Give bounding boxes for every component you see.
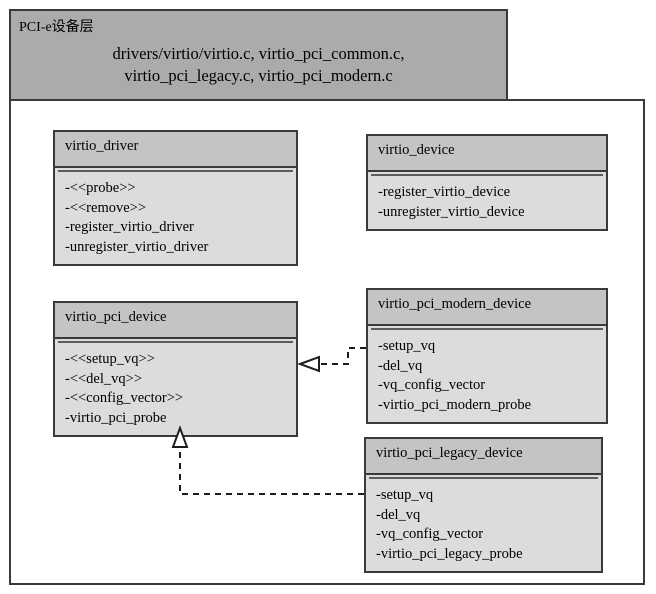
layer-source-files-line-2: virtio_pci_legacy.c, virtio_pci_modern.c <box>124 66 393 85</box>
class-member: -register_virtio_driver <box>65 219 194 235</box>
class-members-virtio-pci-device: -<<setup_vq>> -<<del_vq>> -<<config_vect… <box>53 339 298 437</box>
class-member: -<<remove>> <box>65 199 147 216</box>
class-member: -del_vq <box>376 506 421 523</box>
layer-source-files-line-1: drivers/virtio/virtio.c, virtio_pci_comm… <box>112 44 405 63</box>
class-title-virtio-pci-legacy-device: virtio_pci_legacy_device <box>364 437 603 475</box>
class-member: -setup_vq <box>376 487 434 503</box>
class-members-virtio-pci-legacy-device: -setup_vq -del_vq -vq_config_vector -vir… <box>364 475 603 573</box>
class-box-virtio-driver[interactable]: virtio_driver -<<probe>> -<<remove>> -re… <box>53 130 298 266</box>
layer-header-banner: PCI-e设备层 drivers/virtio/virtio.c, virtio… <box>9 9 508 101</box>
class-member: -<<config_vector>> <box>65 390 184 406</box>
class-title-virtio-driver: virtio_driver <box>53 130 298 168</box>
class-member: -<<probe>> <box>65 180 136 196</box>
class-member: -unregister_virtio_driver <box>65 238 209 255</box>
class-title-virtio-device: virtio_device <box>366 134 608 172</box>
class-member: -<<setup_vq>> <box>65 351 155 367</box>
class-members-virtio-device: -register_virtio_device -unregister_virt… <box>366 172 608 231</box>
class-member: -register_virtio_device <box>378 184 511 200</box>
class-member: -virtio_pci_legacy_probe <box>376 545 523 562</box>
class-member: -virtio_pci_probe <box>65 409 167 426</box>
layer-source-files: drivers/virtio/virtio.c, virtio_pci_comm… <box>11 43 506 87</box>
class-member: -vq_config_vector <box>378 377 486 393</box>
class-member: -del_vq <box>378 357 423 374</box>
class-member: -unregister_virtio_device <box>378 203 525 220</box>
class-member: -<<del_vq>> <box>65 370 143 387</box>
class-box-virtio-pci-legacy-device[interactable]: virtio_pci_legacy_device -setup_vq -del_… <box>364 437 603 573</box>
class-members-virtio-driver: -<<probe>> -<<remove>> -register_virtio_… <box>53 168 298 266</box>
class-box-virtio-pci-device[interactable]: virtio_pci_device -<<setup_vq>> -<<del_v… <box>53 301 298 437</box>
class-box-virtio-device[interactable]: virtio_device -register_virtio_device -u… <box>366 134 608 231</box>
class-box-virtio-pci-modern-device[interactable]: virtio_pci_modern_device -setup_vq -del_… <box>366 288 608 424</box>
class-title-virtio-pci-device: virtio_pci_device <box>53 301 298 339</box>
class-member: -setup_vq <box>378 338 436 354</box>
class-member: -virtio_pci_modern_probe <box>378 396 532 413</box>
layer-title: PCI-e设备层 <box>19 20 94 35</box>
class-title-virtio-pci-modern-device: virtio_pci_modern_device <box>366 288 608 326</box>
class-member: -vq_config_vector <box>376 526 484 542</box>
class-members-virtio-pci-modern-device: -setup_vq -del_vq -vq_config_vector -vir… <box>366 326 608 424</box>
